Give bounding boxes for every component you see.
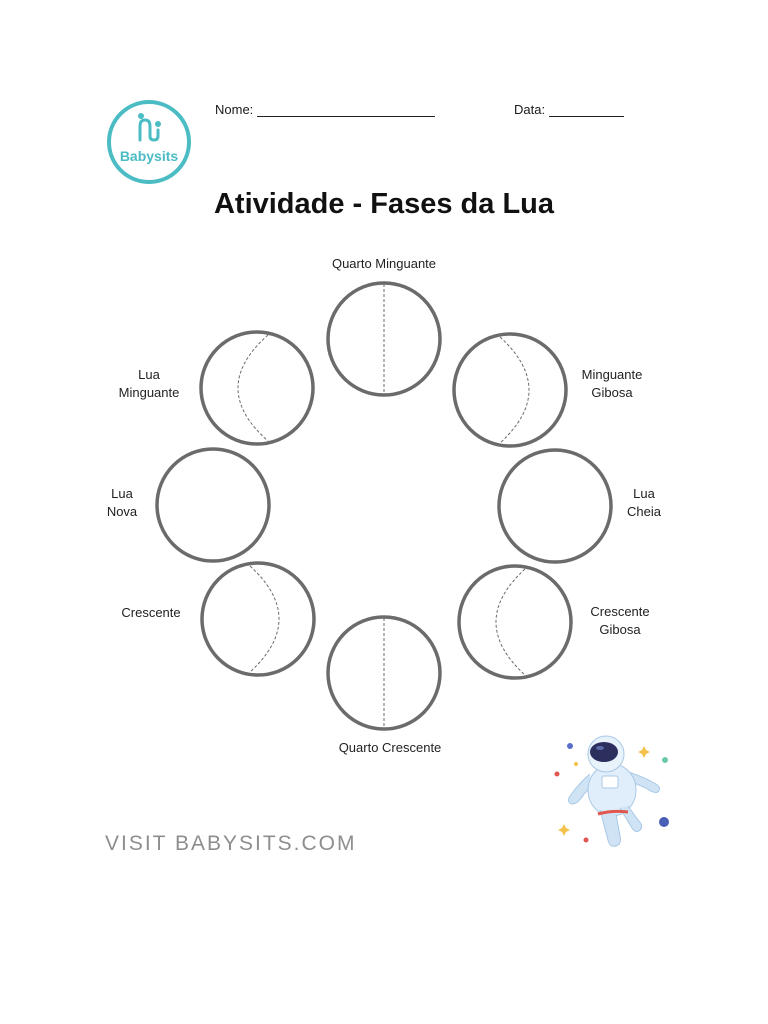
moon-lua-cheia	[497, 448, 613, 564]
name-blank-line[interactable]	[257, 104, 436, 117]
label-lua-minguante: Lua Minguante	[104, 366, 194, 402]
date-field[interactable]: Data:	[514, 102, 625, 117]
logo-text: Babysits	[119, 148, 179, 164]
label-crescente-gibosa: Crescente Gibosa	[574, 603, 666, 639]
label-line: Crescente	[590, 604, 650, 619]
date-label: Data:	[514, 102, 546, 117]
label-line: Lua	[111, 486, 133, 501]
label-lua-nova: Lua Nova	[92, 485, 152, 521]
label-line: Gibosa	[599, 622, 641, 637]
label-crescente: Crescente	[121, 605, 181, 620]
moon-crescente	[200, 561, 316, 677]
date-blank-line[interactable]	[549, 104, 625, 117]
moon-crescente-gibosa	[457, 564, 573, 680]
footer-website: VISIT BABYSITS.COM	[105, 832, 357, 855]
astronaut-icon	[554, 735, 669, 847]
label-line: Cheia	[627, 504, 661, 519]
label-line: Gibosa	[591, 385, 633, 400]
babysits-logo: Babysits	[104, 100, 194, 184]
label-quarto-crescente: Quarto Crescente	[338, 740, 442, 755]
label-line: Lua	[138, 367, 160, 382]
label-line: Minguante	[118, 385, 180, 400]
label-lua-cheia: Lua Cheia	[614, 485, 674, 521]
moon-lua-nova	[155, 447, 271, 563]
label-minguante-gibosa: Minguante Gibosa	[562, 366, 662, 402]
moon-lua-minguante	[199, 330, 315, 446]
name-label: Nome:	[215, 102, 254, 117]
page-title: Atividade - Fases da Lua	[213, 188, 555, 220]
label-line: Lua	[633, 486, 655, 501]
moon-quarto-crescente	[326, 615, 442, 731]
moon-minguante-gibosa	[452, 332, 568, 448]
name-field[interactable]: Nome:	[215, 102, 436, 117]
label-line: Minguante	[581, 367, 643, 382]
label-quarto-minguante: Quarto Minguante	[331, 256, 437, 271]
label-line: Nova	[106, 504, 138, 519]
logo-badge-icon	[107, 100, 191, 184]
moon-quarto-minguante	[326, 281, 442, 397]
